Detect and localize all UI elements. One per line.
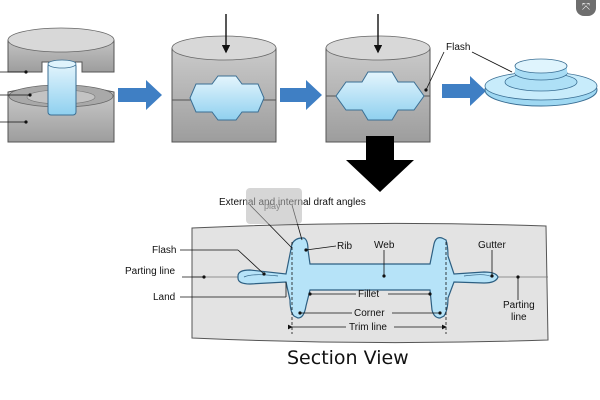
down-arrow <box>346 136 414 192</box>
label-corner: Corner <box>354 308 385 319</box>
die-stage-2 <box>171 14 277 143</box>
forged-part <box>484 58 598 107</box>
label-land: Land <box>153 292 175 303</box>
play-overlay-text: play <box>264 201 281 211</box>
label-parting-line-right-2: line <box>511 312 527 323</box>
label-gutter: Gutter <box>478 240 506 251</box>
label-web: Web <box>374 240 395 251</box>
label-trim-line: Trim line <box>349 322 387 333</box>
label-fillet: Fillet <box>358 289 379 300</box>
flow-arrow-1 <box>118 80 162 110</box>
section-view-title: Section View <box>287 347 409 369</box>
expand-icon[interactable]: ⤧ <box>576 0 596 16</box>
flow-arrow-2 <box>280 80 322 110</box>
section-view <box>191 222 549 344</box>
die-stage-1 <box>0 27 115 143</box>
label-flash-side: Flash <box>152 245 176 256</box>
label-flash-top: Flash <box>446 42 470 53</box>
die-stage-3 <box>325 14 445 143</box>
play-overlay[interactable] <box>246 188 302 224</box>
label-parting-line-left: Parting line <box>125 266 175 277</box>
label-parting-line-right-1: Parting <box>503 300 535 311</box>
label-rib: Rib <box>337 241 352 252</box>
flow-arrow-3 <box>442 76 486 106</box>
